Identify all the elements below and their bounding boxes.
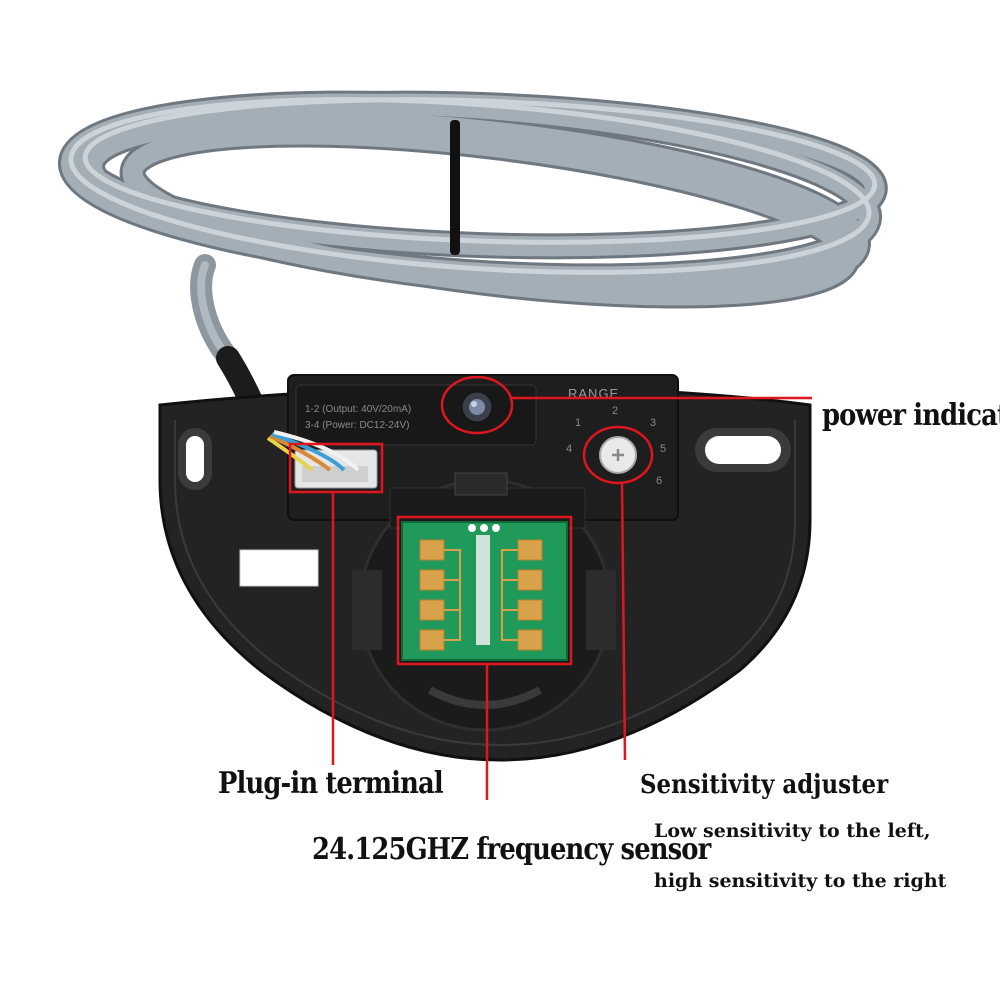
plug-in-terminal-label: Plug-in terminal	[218, 766, 444, 801]
frequency-sensor-label: 24.125GHZ frequency sensor	[312, 832, 711, 867]
blank-label-sticker	[239, 549, 319, 587]
plug-in-terminal-marker	[288, 442, 384, 494]
terminal-spec-line-1: 1-2 (Output: 40V/20mA)	[305, 404, 411, 415]
dial-number-4: 4	[566, 443, 572, 455]
sensitivity-adjuster-label: Sensitivity adjuster	[640, 770, 889, 800]
terminal-spec-line-2: 3-4 (Power: DC12-24V)	[305, 420, 409, 431]
plug-in-terminal-block	[266, 430, 378, 489]
low-sensitivity-note: Low sensitivity to the left,	[654, 820, 931, 842]
dial-number-1: 1	[575, 417, 581, 429]
frequency-sensor-marker	[396, 515, 573, 666]
dial-number-3: 3	[650, 417, 656, 429]
power-led-icon	[461, 391, 493, 423]
dial-number-2: 2	[612, 405, 618, 417]
dial-number-6: 6	[656, 475, 662, 487]
patch-antenna-icon	[401, 521, 568, 661]
mounting-slot-right	[695, 428, 791, 472]
mounting-slot-left	[178, 428, 212, 490]
annotation-markers	[288, 375, 812, 800]
power-indicator-marker	[440, 375, 514, 435]
dial-number-5: 5	[660, 443, 666, 455]
sensitivity-adjuster-marker	[582, 425, 654, 485]
high-sensitivity-note: high sensitivity to the right	[654, 870, 947, 892]
coiled-cable	[57, 90, 888, 452]
adjuster-knob-icon[interactable]	[599, 436, 637, 474]
control-panel: 1-2 (Output: 40V/20mA) 3-4 (Power: DC12-…	[266, 374, 679, 521]
power-indicator-label: power indicator	[822, 398, 1000, 433]
